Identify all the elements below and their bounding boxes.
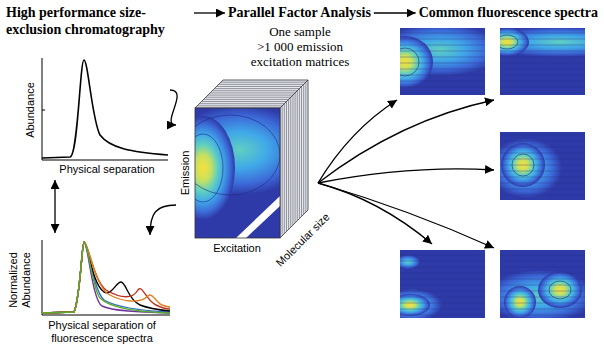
eem-cube: [170, 80, 310, 238]
flow-arrow: [150, 205, 176, 235]
axis-label: Abundance: [24, 82, 37, 138]
fan-arrows: [318, 100, 494, 248]
spectrum-image: [400, 28, 485, 95]
chart-panel: Normalized AbundancePhysical separation …: [5, 235, 177, 348]
heading-text: High performance size-exclusion chromato…: [6, 4, 191, 38]
spectrum-image: [500, 28, 585, 95]
abundance-chart: [42, 58, 168, 160]
axis-label: Excitation: [213, 242, 261, 255]
note-text: >1 000 emission: [257, 39, 343, 54]
heading: Parallel Factor Analysis: [228, 4, 371, 21]
flow-arrow: [194, 12, 225, 13]
heading-text: Common fluorescence spectra: [419, 4, 598, 21]
note-text: excitation matrices: [251, 54, 350, 69]
normalized-chart: [42, 240, 170, 315]
spectrum-image: [400, 250, 485, 318]
heading: High performance size-exclusion chromato…: [6, 4, 191, 38]
axis-label: Emission: [179, 151, 192, 196]
heading-text: Parallel Factor Analysis: [228, 4, 371, 21]
flow-arrow: [374, 12, 416, 13]
spectrum-image: [500, 132, 585, 200]
note-text: One sample: [269, 24, 331, 39]
eem-cube-panel: EmissionExcitationMolecular size: [176, 76, 336, 266]
axis-label: Physical separation: [59, 163, 154, 176]
flow-arrow: [54, 180, 55, 233]
heading: Common fluorescence spectra: [419, 4, 598, 21]
axis-label: Normalized Abundance: [7, 245, 33, 315]
axis-label: Physical separation of fluorescence spec…: [27, 319, 177, 345]
axis-label: Molecular size: [274, 211, 333, 270]
chart-panel: AbundancePhysical separation: [10, 55, 170, 178]
flow-arrow: [170, 90, 177, 125]
spectrum-image: [500, 250, 585, 318]
